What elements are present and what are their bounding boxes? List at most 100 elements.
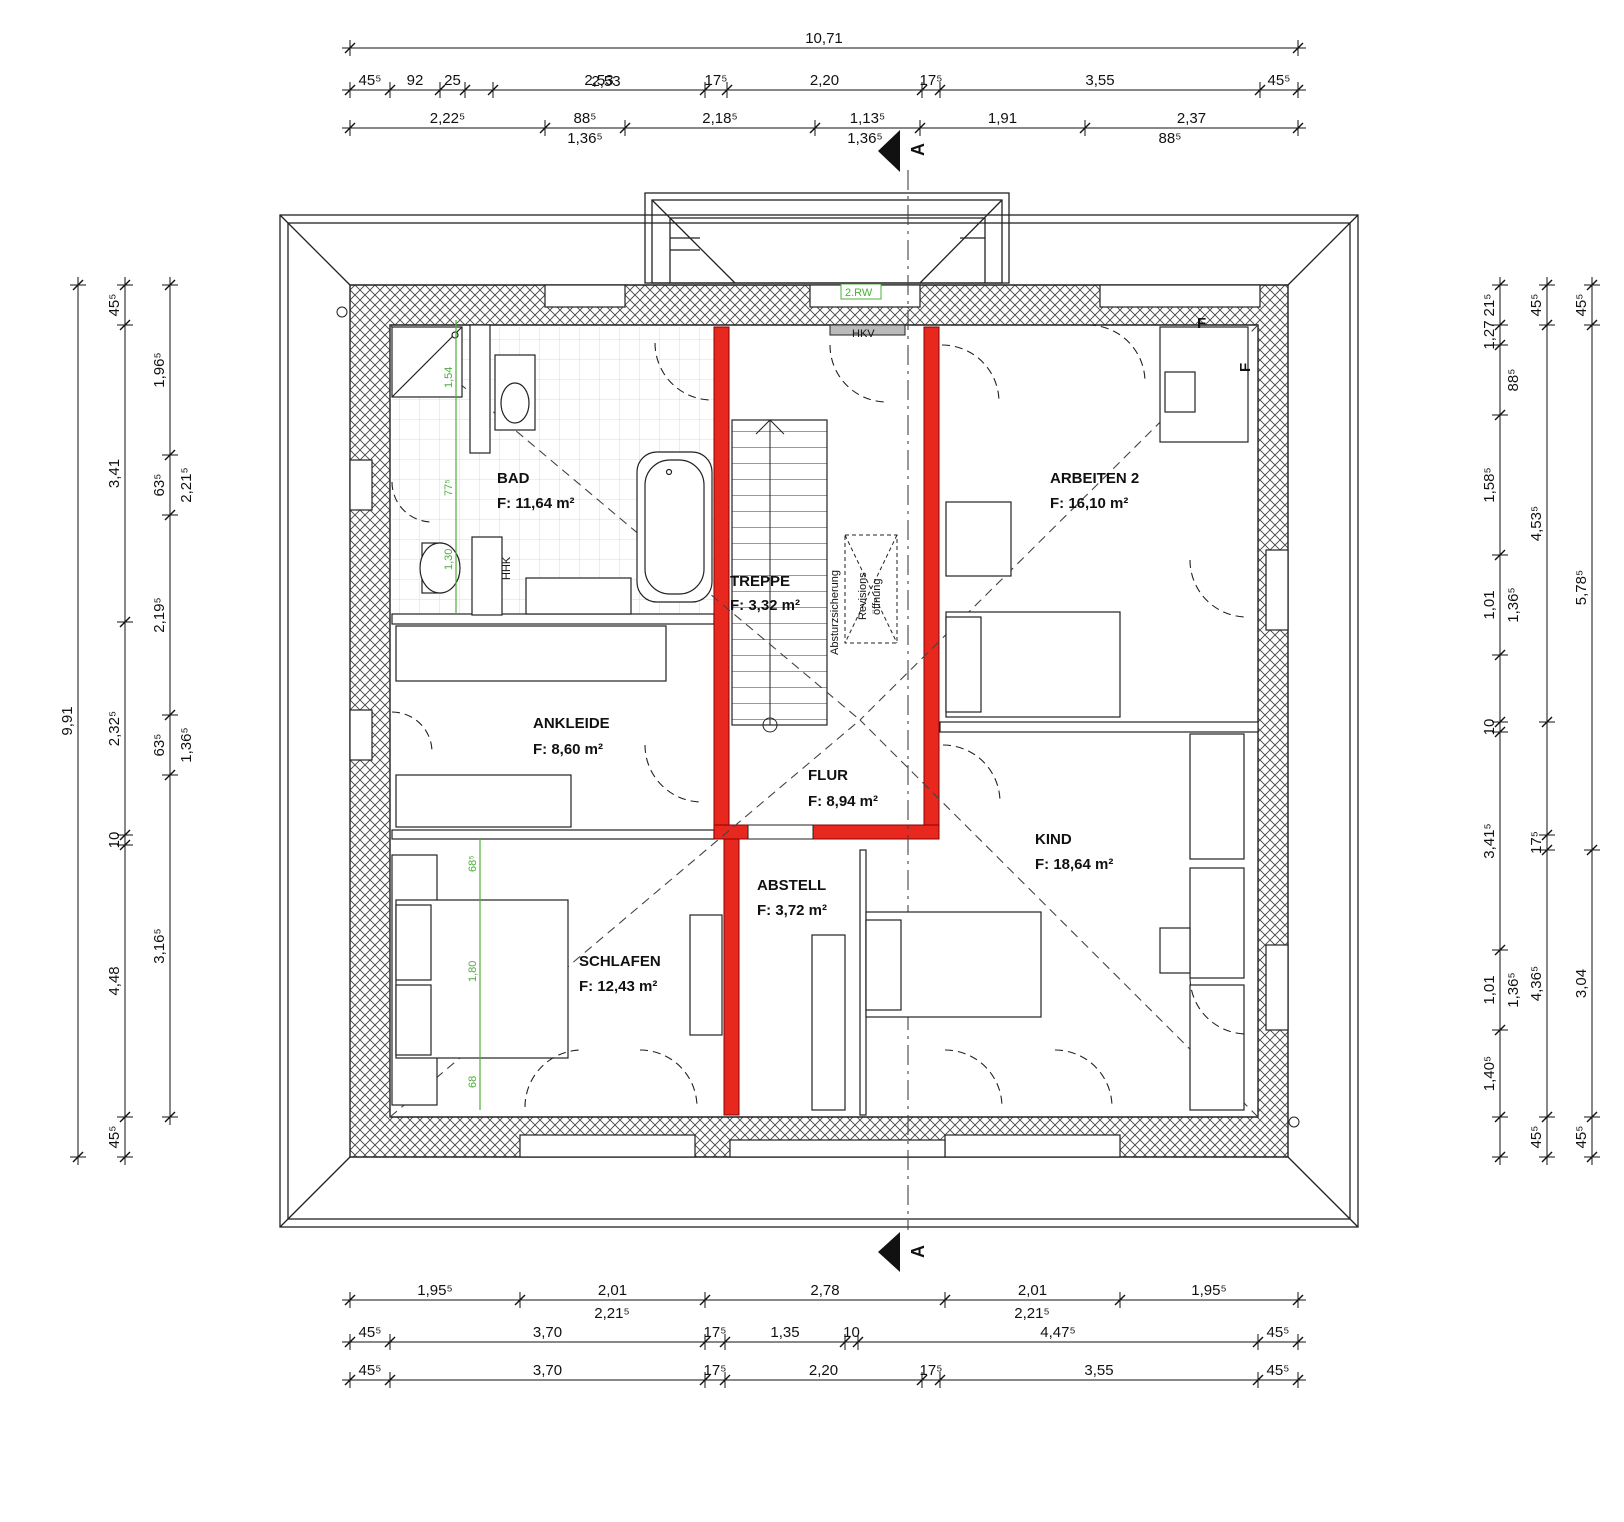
room-kind-area: F: 18,64 m² bbox=[1035, 856, 1113, 873]
dim-right-col1: 1,27 bbox=[1481, 320, 1498, 349]
dim-bottom-row2: 45⁵ bbox=[359, 1324, 382, 1341]
revision-label-2: öffnung bbox=[871, 578, 883, 615]
dim-top-row2: 45⁵ bbox=[359, 72, 382, 89]
dormer bbox=[644, 192, 1010, 284]
dim-bottom-row2: 4,47⁵ bbox=[1040, 1324, 1075, 1341]
dim-top-row2: 2,53 bbox=[584, 72, 613, 89]
room-ankleide-area: F: 8,60 m² bbox=[533, 741, 603, 758]
dim-bottom-row2: 45⁵ bbox=[1267, 1324, 1290, 1341]
revision-label-1: Revisions bbox=[857, 572, 869, 620]
dim-top-row2: 2,20 bbox=[810, 72, 839, 89]
room-arbeiten2-name: ARBEITEN 2 bbox=[1050, 470, 1139, 487]
dim-top-row2: 45⁵ bbox=[1268, 72, 1291, 89]
room-treppe-area: F: 3,32 m² bbox=[730, 597, 800, 614]
room-flur-area: F: 8,94 m² bbox=[808, 793, 878, 810]
dim-left-col3: 1,96⁵ bbox=[151, 352, 168, 387]
dim-right-col3: 5,78⁵ bbox=[1573, 570, 1590, 605]
dim-bottom-row3: 45⁵ bbox=[1267, 1362, 1290, 1379]
room-treppe-name: TREPPE bbox=[730, 573, 790, 590]
dim-bottom-row3: 3,55 bbox=[1084, 1362, 1113, 1379]
dim-top-row2: 2,53 bbox=[591, 73, 620, 90]
dim-left-col3: 63⁵ bbox=[151, 734, 168, 757]
room-abstell-area: F: 3,72 m² bbox=[757, 902, 827, 919]
dim-bottom-row1: 2,01 bbox=[598, 1282, 627, 1299]
section-marker-top: A bbox=[878, 130, 928, 172]
dim-top-row3: 2,37 bbox=[1177, 110, 1206, 127]
dim-top-row3: 88⁵ bbox=[574, 110, 597, 127]
dim-left-col2: 45⁵ bbox=[106, 294, 123, 317]
dim-right-col1: 1,36⁵ bbox=[1505, 972, 1522, 1007]
dim-top-row2: 17⁵ bbox=[705, 72, 728, 89]
room-abstell-name: ABSTELL bbox=[757, 877, 826, 894]
windows bbox=[349, 284, 1289, 1158]
dim-top-row3-lower: 1,36⁵ bbox=[847, 130, 882, 147]
dim-right-col1: 21⁵ bbox=[1481, 294, 1498, 317]
dim-bottom-row2: 3,70 bbox=[533, 1324, 562, 1341]
dim-right-col1: 1,40⁵ bbox=[1481, 1056, 1498, 1091]
room-arbeiten2-area: F: 16,10 m² bbox=[1050, 495, 1128, 512]
dim-bottom-row3: 17⁵ bbox=[920, 1362, 943, 1379]
dim-left-col3: 2,19⁵ bbox=[151, 597, 168, 632]
dim-top-row2: 3,55 bbox=[1085, 72, 1114, 89]
corner-marker bbox=[1288, 1116, 1300, 1128]
dim-bottom-row3: 17⁵ bbox=[704, 1362, 727, 1379]
dim-top-total: 10,71 bbox=[805, 30, 843, 47]
dim-left-col3: 63⁵ bbox=[151, 474, 168, 497]
room-ankleide-name: ANKLEIDE bbox=[533, 715, 610, 732]
dim-right-col1: 1,01 bbox=[1481, 975, 1498, 1004]
doors bbox=[391, 324, 1248, 1108]
dim-left-col3-extra: 1,36⁵ bbox=[178, 727, 195, 762]
dim-top-row3: 1,13⁵ bbox=[850, 110, 885, 127]
green-dim-2: 77⁵ bbox=[443, 479, 455, 496]
dim-bottom-row2: 10 bbox=[843, 1324, 860, 1341]
dim-right-col1: 1,01 bbox=[1481, 590, 1498, 619]
dim-left-col3-extra: 2,21⁵ bbox=[178, 467, 195, 502]
svg-text:A: A bbox=[908, 143, 928, 156]
dim-right-col1: 1,58⁵ bbox=[1481, 467, 1498, 502]
dim-top-row2: 17⁵ bbox=[920, 72, 943, 89]
dim-right-col3: 45⁵ bbox=[1573, 294, 1590, 317]
room-flur-name: FLUR bbox=[808, 767, 848, 784]
dim-right-col1: 3,41⁵ bbox=[1481, 823, 1498, 858]
green-dim-1: 1,54 bbox=[443, 367, 455, 388]
dim-right-col1: 88⁵ bbox=[1505, 369, 1522, 392]
green-dim-4: 68⁵ bbox=[467, 855, 479, 872]
section-marker-bottom: A bbox=[878, 1232, 928, 1272]
dim-left-col2: 3,41 bbox=[106, 459, 123, 488]
roof-outline bbox=[279, 214, 1359, 1228]
dim-top-row3: 2,22⁵ bbox=[430, 110, 465, 127]
dim-bottom-row3: 3,70 bbox=[533, 1362, 562, 1379]
f-label-2: F bbox=[1237, 363, 1254, 372]
room-bad-name: BAD bbox=[497, 470, 530, 487]
dim-bottom-row1-lower: 2,21⁵ bbox=[1014, 1305, 1049, 1322]
dim-bottom-row2: 17⁵ bbox=[704, 1324, 727, 1341]
dim-bottom-row1: 2,01 bbox=[1018, 1282, 1047, 1299]
dim-left-col2: 10 bbox=[106, 832, 123, 849]
fixtures bbox=[391, 324, 1249, 1111]
svg-text:A: A bbox=[908, 1245, 928, 1258]
dim-bottom-row1: 2,78 bbox=[810, 1282, 839, 1299]
dim-bottom-row1: 1,95⁵ bbox=[417, 1282, 452, 1299]
dim-bottom-row1: 1,95⁵ bbox=[1191, 1282, 1226, 1299]
green-dim-6: 68 bbox=[467, 1076, 479, 1088]
dim-right-col3: 45⁵ bbox=[1573, 1126, 1590, 1149]
dim-top-row3-lower: 1,36⁵ bbox=[567, 130, 602, 147]
dim-bottom-row1-lower: 2,21⁵ bbox=[594, 1305, 629, 1322]
room-kind-name: KIND bbox=[1035, 831, 1072, 848]
green-dim-3: 1,30 bbox=[443, 549, 455, 570]
dim-left-col2: 45⁵ bbox=[106, 1126, 123, 1149]
absturz-label: Absturzsicherung bbox=[829, 570, 841, 655]
dim-top-row3: 1,91 bbox=[988, 110, 1017, 127]
rw-box bbox=[840, 283, 882, 300]
dim-left-col3: 3,16⁵ bbox=[151, 928, 168, 963]
rw-label: 2.RW bbox=[845, 287, 873, 299]
dim-right-col1: 1,36⁵ bbox=[1505, 587, 1522, 622]
dim-left-col2: 2,32⁵ bbox=[106, 711, 123, 746]
staircase bbox=[731, 419, 898, 733]
dim-top-row2: 25 bbox=[444, 72, 461, 89]
dim-top-row3-lower: 88⁵ bbox=[1159, 130, 1182, 147]
dim-right-col2: 45⁵ bbox=[1528, 294, 1545, 317]
dim-right-col3: 3,04 bbox=[1573, 969, 1590, 998]
